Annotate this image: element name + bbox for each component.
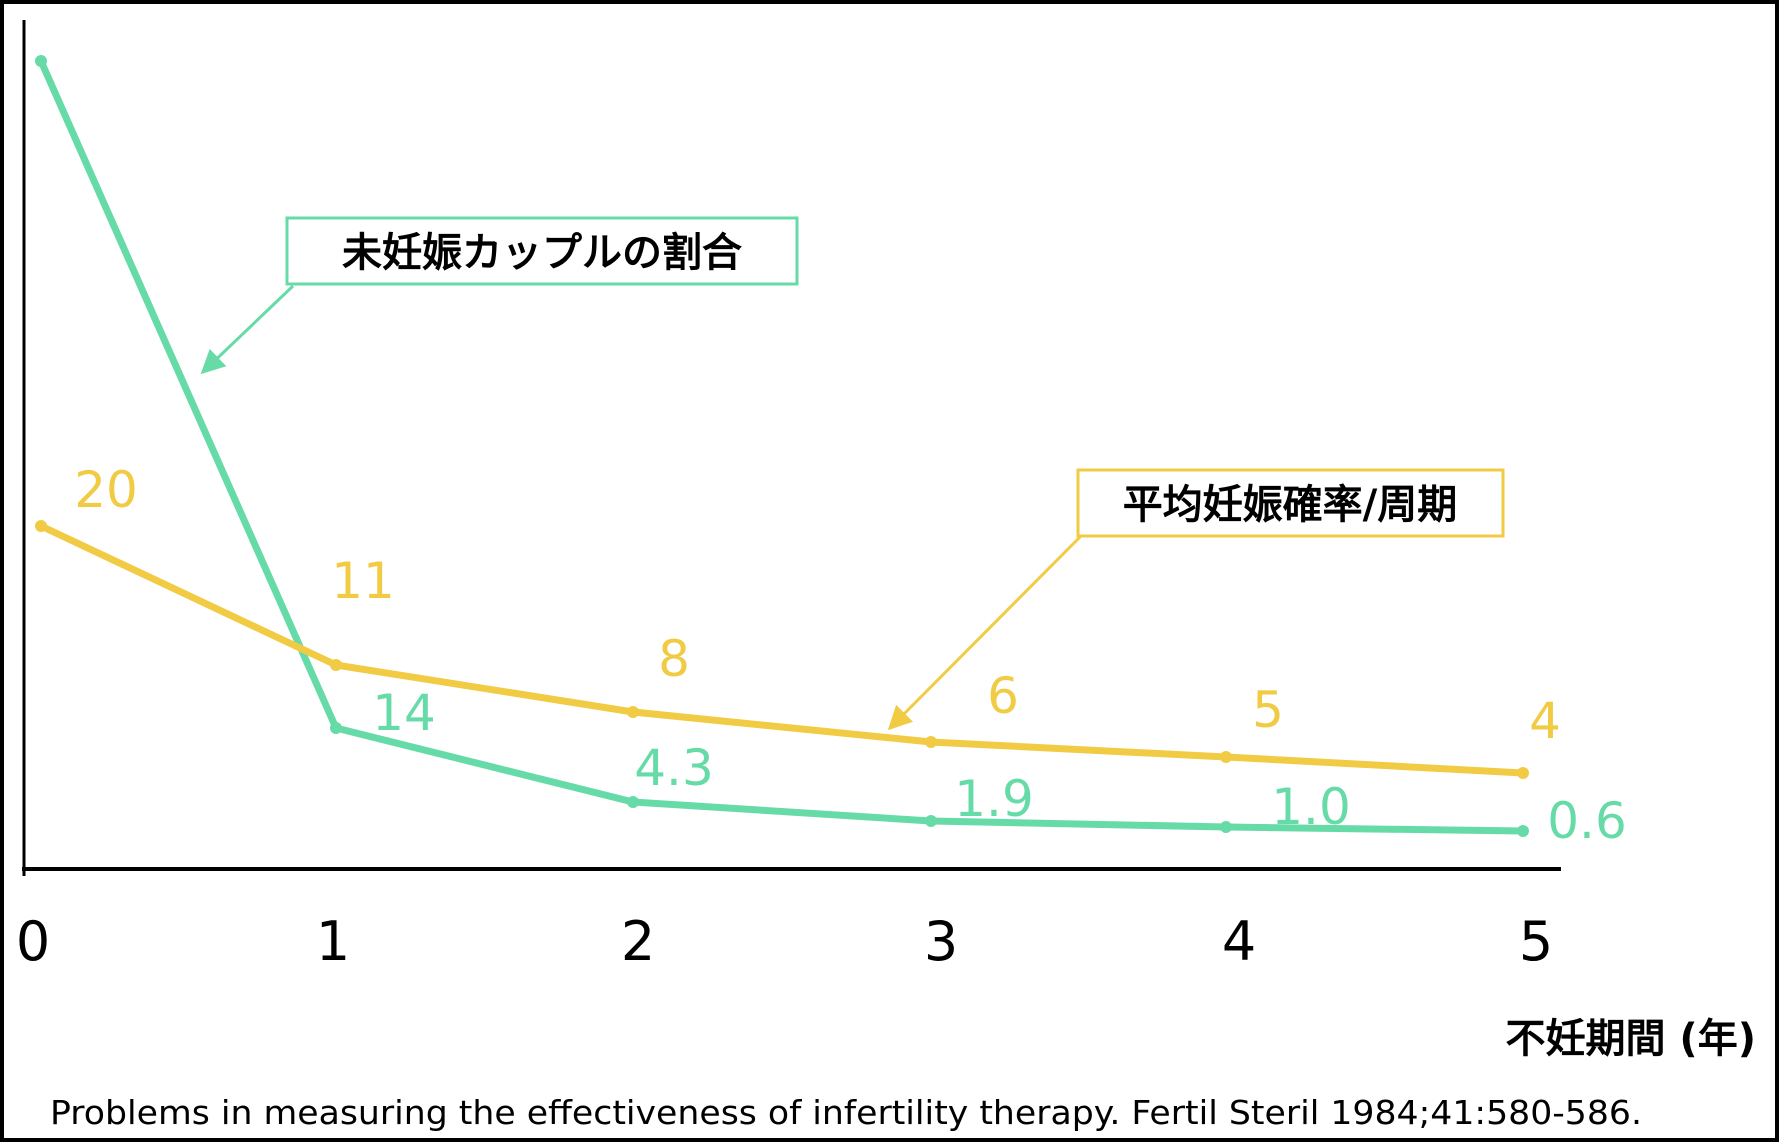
x-tick-label: 4	[1222, 910, 1256, 973]
data-label: 11	[331, 552, 395, 610]
x-tick-label: 1	[316, 910, 350, 973]
legend-box-pregnancy-rate	[1076, 468, 1505, 538]
x-tick-label: 0	[16, 910, 50, 973]
data-label: 5	[1252, 681, 1284, 739]
data-point	[627, 706, 639, 718]
data-point	[35, 55, 47, 67]
data-label: 1.0	[1271, 778, 1351, 836]
data-label: 6	[987, 667, 1019, 725]
data-label: 4	[1529, 692, 1561, 750]
annotation-arrow-yellow	[887, 534, 1083, 731]
legend-label-pregnancy-rate: 平均妊娠確率/周期	[1123, 482, 1458, 528]
data-point	[330, 659, 342, 671]
data-point	[1517, 767, 1529, 779]
data-point	[1517, 825, 1529, 837]
data-label: 8	[658, 630, 690, 688]
data-label: 20	[74, 461, 138, 519]
legend-label-unpregnant: 未妊娠カップルの割合	[342, 230, 742, 276]
data-point	[35, 520, 47, 532]
data-point	[925, 815, 937, 827]
x-tick-label: 3	[924, 910, 958, 973]
data-label: 4.3	[634, 739, 714, 797]
series-line-0	[37, 59, 1524, 835]
data-point	[330, 722, 342, 734]
x-tick-label: 5	[1519, 910, 1553, 973]
data-label: 1.9	[954, 770, 1034, 828]
data-point	[627, 796, 639, 808]
series-line-1	[39, 522, 1524, 777]
data-point	[1220, 821, 1232, 833]
x-tick-label: 2	[621, 910, 655, 973]
citation: Problems in measuring the effectiveness …	[50, 1093, 1642, 1132]
data-point	[1220, 751, 1232, 763]
data-label: 0.6	[1547, 792, 1627, 850]
data-label: 14	[372, 684, 436, 742]
x-axis-label: 不妊期間 (年)	[1506, 1016, 1757, 1062]
legend-box-unpregnant	[285, 216, 799, 286]
annotation-arrow-green	[200, 284, 295, 375]
data-point	[925, 736, 937, 748]
